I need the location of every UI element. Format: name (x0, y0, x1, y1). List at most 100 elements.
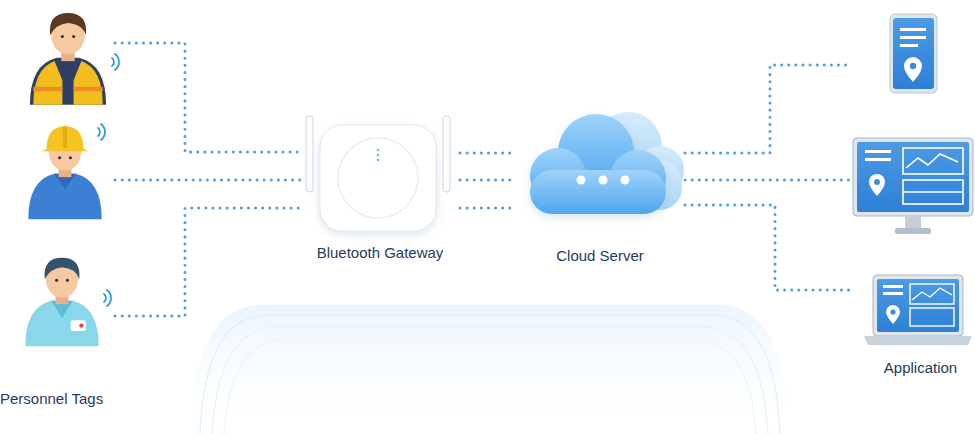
screen-line (900, 36, 926, 39)
chart-frame (903, 148, 963, 174)
table-frame (903, 180, 963, 204)
platform-fill (190, 305, 790, 434)
monitor-icon (853, 138, 973, 234)
phone-screen (893, 18, 934, 89)
cloud-dot (577, 176, 586, 185)
gateway-node: Bluetooth Gateway (300, 110, 460, 262)
dotted-connector (115, 179, 300, 182)
gateway-device (306, 116, 450, 231)
status-led (377, 154, 380, 157)
phone-icon (890, 14, 937, 93)
monitor-screen (857, 142, 969, 212)
status-led (377, 159, 380, 162)
eye (61, 35, 64, 38)
gateway-body (320, 125, 436, 231)
wifi-arc (107, 290, 111, 306)
screen-line (900, 44, 918, 47)
hair (50, 13, 86, 35)
antenna (306, 116, 313, 192)
dotted-connector (115, 208, 300, 316)
laptop-lid (873, 275, 963, 336)
worker-figure (30, 13, 106, 105)
vest (33, 61, 62, 105)
node-label: Application (884, 359, 957, 377)
badge (71, 320, 86, 331)
pin-hole (874, 179, 880, 185)
eye (66, 279, 69, 282)
location-pin (886, 305, 900, 324)
screen-line (865, 150, 891, 153)
eye (55, 279, 58, 282)
status-led (377, 149, 380, 152)
application-group: Application (850, 10, 975, 377)
screen-line (865, 158, 891, 161)
pin-hole (910, 63, 916, 69)
dotted-connector (685, 205, 850, 290)
phone-frame (890, 14, 937, 93)
cloud-dot (599, 176, 608, 185)
shirt (30, 58, 106, 105)
wifi-arc (104, 294, 106, 302)
wifi-arc (98, 128, 100, 136)
platform-line (212, 327, 768, 434)
laptop-icon (864, 275, 972, 345)
chart-line (906, 154, 958, 168)
tag-group: Personnel Tags (0, 0, 115, 408)
chart-line (912, 288, 952, 300)
platform-line (224, 339, 756, 434)
hat-ridge (63, 126, 67, 148)
chart-frame (910, 284, 954, 304)
pin-hole (890, 309, 895, 314)
table-rule (903, 191, 963, 192)
screen-line (883, 285, 903, 288)
shirt (25, 301, 98, 346)
screen-line (883, 292, 903, 295)
node-label: Personnel Tags (0, 390, 103, 408)
gateway-face (338, 138, 418, 218)
medic-figure (25, 258, 98, 347)
location-pin (869, 174, 885, 196)
location-pin (904, 57, 922, 82)
screen-line (900, 28, 926, 31)
eye (69, 156, 72, 159)
antenna (443, 116, 450, 192)
node-label: Bluetooth Gateway (317, 244, 444, 262)
laptop-base (864, 336, 972, 345)
node-label: Cloud Server (556, 247, 644, 265)
dotted-connector (685, 179, 850, 182)
table-frame (910, 308, 954, 326)
hair (45, 258, 80, 280)
platform-line (200, 315, 780, 434)
monitor-frame (853, 138, 973, 216)
badge-dot (79, 324, 83, 328)
wifi-arc (101, 124, 105, 140)
wifi-arc (115, 54, 119, 70)
wifi-symbol (112, 54, 119, 70)
wifi-symbol (98, 124, 105, 140)
shirt (28, 174, 101, 219)
cloud-base (530, 170, 666, 214)
laptop-screen (877, 279, 959, 332)
platform (190, 305, 790, 434)
dotted-connector (460, 179, 515, 182)
cloud-icon (530, 112, 684, 214)
engineer-figure (28, 126, 101, 219)
monitor-base (895, 228, 931, 234)
dotted-connector (115, 43, 300, 152)
eye (58, 156, 61, 159)
cloud-front (530, 114, 666, 214)
cloud-dot (621, 176, 630, 185)
dotted-connector (685, 65, 850, 153)
vest-stripe (74, 87, 103, 91)
dotted-connector (460, 207, 515, 210)
eye (72, 35, 75, 38)
dotted-connector (460, 152, 515, 155)
vest (74, 61, 103, 105)
wifi-symbol (104, 290, 111, 306)
hard-hat (41, 126, 89, 151)
wifi-arc (112, 58, 114, 66)
vest-stripe (33, 87, 62, 91)
